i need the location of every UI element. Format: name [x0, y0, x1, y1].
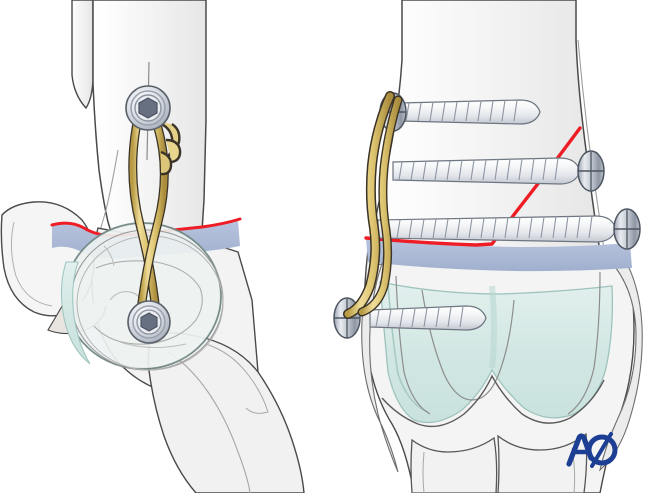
proximal-screw-head [125, 85, 171, 131]
humeral-shaft-ap [369, 0, 601, 253]
ulna-ap-inner [422, 451, 425, 493]
cartilage-highlight-mid [489, 285, 497, 369]
ao-logo-a-stroke [566, 433, 594, 467]
proximal-radius-ap [497, 432, 588, 493]
screw-5-threads [375, 306, 464, 328]
fracture-line-ap [364, 126, 582, 247]
epicondyle-inner-line [10, 221, 53, 307]
ao-logo-o-circle [586, 434, 618, 466]
proximal-ulna-ap [410, 436, 498, 493]
ao-logo: AO [566, 432, 618, 468]
distal-screw-head [127, 300, 171, 344]
wire-strand-a [129, 109, 160, 316]
ao-logo-slash [590, 432, 613, 468]
trochlear-ridge-line [421, 289, 515, 401]
coronoid-line [205, 343, 269, 414]
cerclage-outer [344, 92, 394, 318]
screw-2-middle [392, 150, 605, 192]
condyle-line-right [567, 271, 601, 415]
screw-5-shaft [369, 305, 487, 331]
lateral-condyle-flare [599, 257, 643, 472]
trochlea-detail-3 [119, 341, 187, 349]
physis-growth-plate-ap [366, 239, 632, 272]
articular-surface-outline [381, 374, 605, 428]
left-panel-lateral-view [0, 0, 305, 493]
wire-twist-knot [155, 120, 182, 176]
screw-1-shaft [399, 99, 541, 125]
wire-strand-b [137, 114, 168, 314]
screw-1-threads [405, 99, 518, 122]
trochlea-detail-2 [103, 245, 115, 267]
screw-2-shaft [392, 157, 581, 185]
screw-3-shaft [377, 215, 617, 243]
right-panel-ap-view [333, 0, 643, 493]
cerclage-inner [358, 96, 402, 316]
condyle-line-left [395, 275, 431, 415]
screw-2-threads [398, 157, 559, 181]
knot-loop-3 [160, 150, 173, 176]
knot-loop-2 [165, 138, 182, 164]
ulna-inner-line [167, 351, 251, 493]
hex-socket-proximal [138, 97, 158, 119]
capitellum-cartilage [60, 261, 91, 365]
cerclage-wire-loop-ap [343, 91, 403, 319]
hex-socket-distal [140, 312, 158, 332]
